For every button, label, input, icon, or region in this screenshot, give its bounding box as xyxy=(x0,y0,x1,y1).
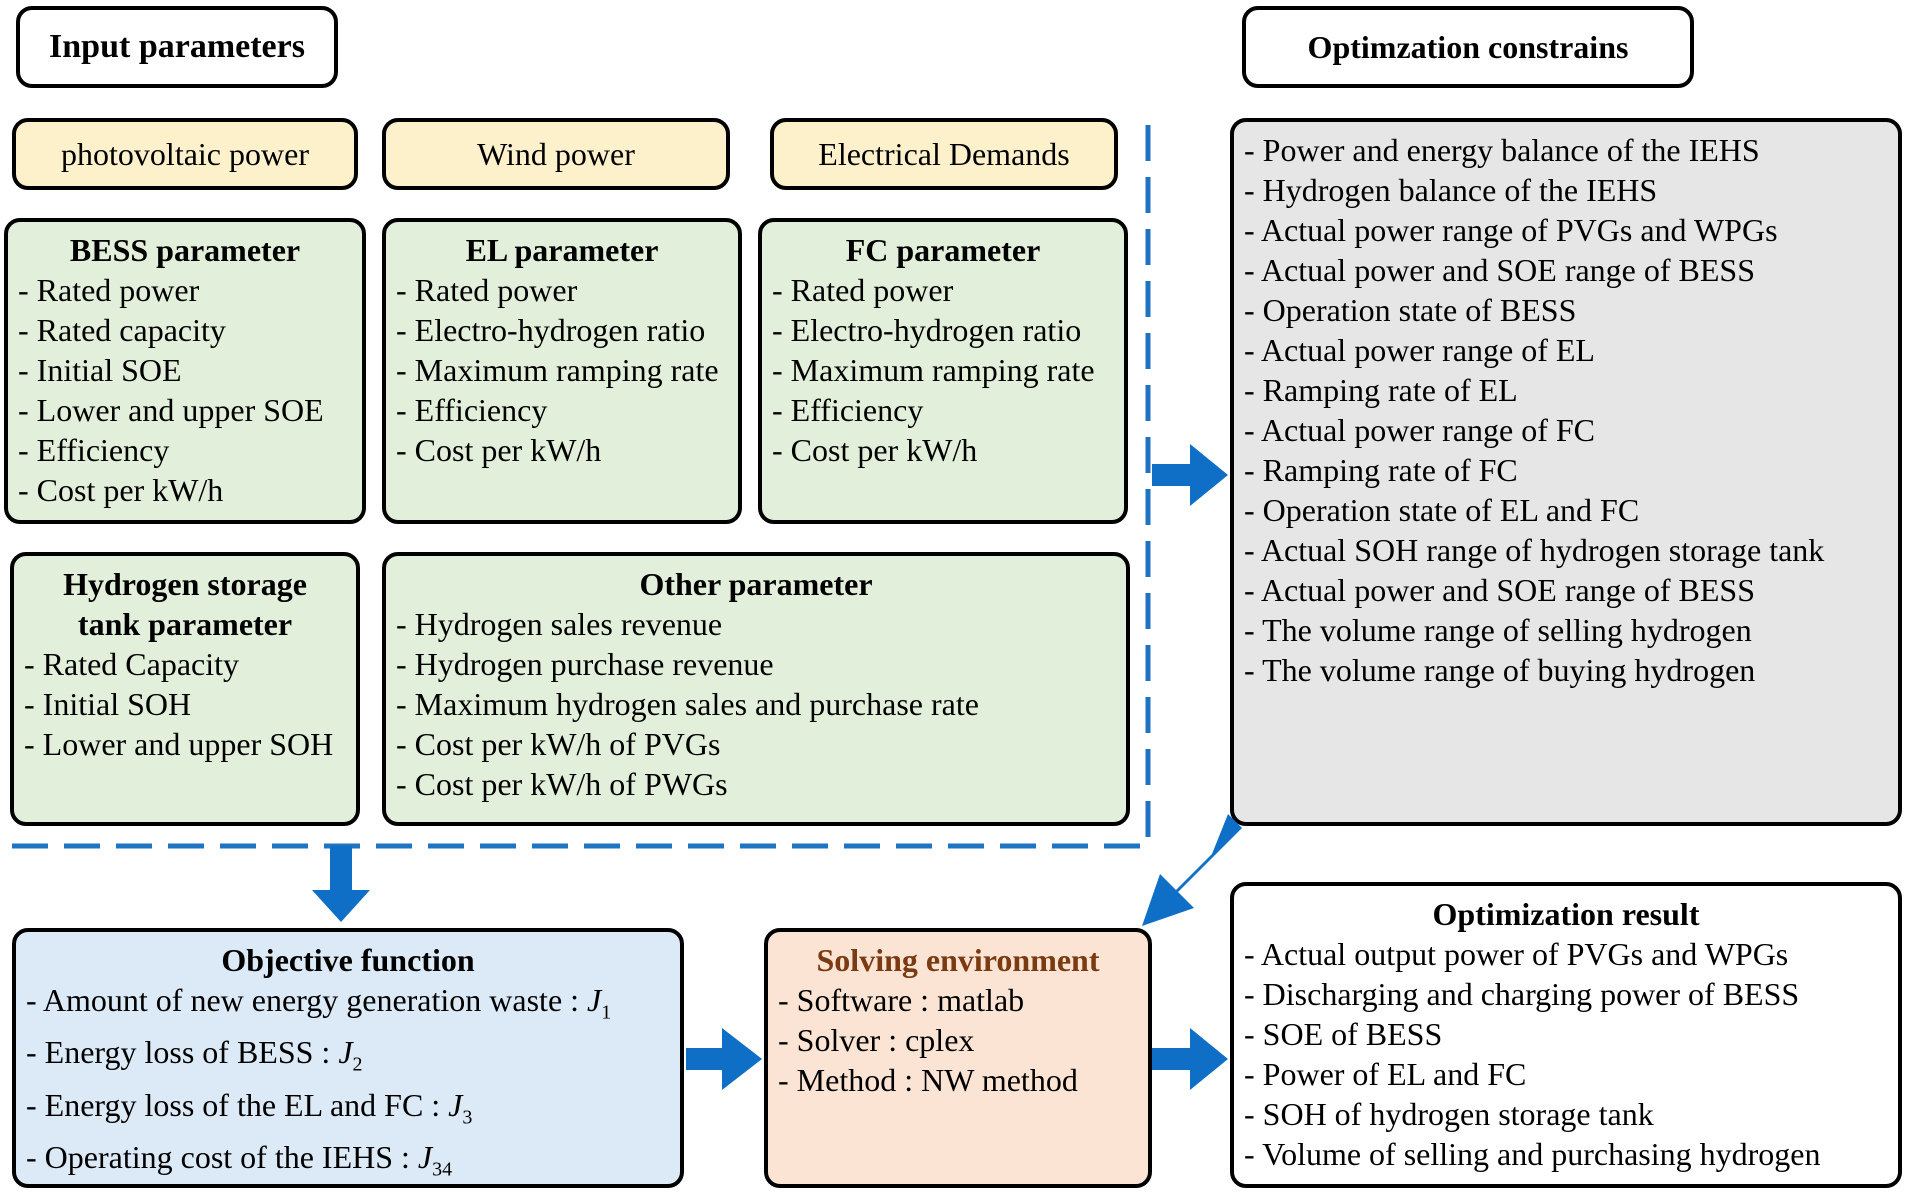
list-item: - Energy loss of BESS : J2 xyxy=(26,1034,363,1076)
list-item: - The volume range of buying hydrogen xyxy=(1244,652,1756,688)
list-item: - Cost per kW/h xyxy=(772,432,978,468)
list-item: - SOH of hydrogen storage tank xyxy=(1244,1096,1654,1132)
optimization-result-title: Optimization result xyxy=(1432,896,1700,932)
list-item: - Operation state of BESS xyxy=(1244,292,1577,328)
photovoltaic-power-box: photovoltaic power xyxy=(12,118,358,190)
list-item: - Cost per kW/h of PVGs xyxy=(396,726,721,762)
constraints-box: - Power and energy balance of the IEHS -… xyxy=(1230,118,1902,826)
list-item: - Actual power range of PVGs and WPGs xyxy=(1244,212,1778,248)
list-item: - Software : matlab xyxy=(778,982,1025,1018)
list-item: - Rated power xyxy=(396,272,578,308)
list-item: - Volume of selling and purchasing hydro… xyxy=(1244,1136,1821,1172)
other-parameter-title: Other parameter xyxy=(639,566,873,602)
hydrogen-storage-title-line2: tank parameter xyxy=(77,606,293,642)
list-item: - The volume range of selling hydrogen xyxy=(1244,612,1752,648)
list-item: - Actual power range of EL xyxy=(1244,332,1595,368)
list-item: - Maximum hydrogen sales and purchase ra… xyxy=(396,686,979,722)
list-item: - Power of EL and FC xyxy=(1244,1056,1527,1092)
list-item: - Maximum ramping rate xyxy=(396,352,719,388)
objective-function-title: Objective function xyxy=(221,942,475,978)
list-item: - Rated Capacity xyxy=(24,646,240,682)
list-item: - Electro-hydrogen ratio xyxy=(772,312,1082,348)
list-item: - Actual power range of FC xyxy=(1244,412,1596,448)
list-item: - Actual power and SOE range of BESS xyxy=(1244,252,1756,288)
optimization-constraints-header: Optimzation constrains xyxy=(1242,6,1694,88)
fc-parameter-title: FC parameter xyxy=(845,232,1041,268)
list-item: - Method : NW method xyxy=(778,1062,1078,1098)
list-item: - Ramping rate of FC xyxy=(1244,452,1518,488)
list-item: - Solver : cplex xyxy=(778,1022,975,1058)
el-parameter-title: EL parameter xyxy=(465,232,659,268)
list-item: - Power and energy balance of the IEHS xyxy=(1244,132,1760,168)
input-parameters-header: Input parameters xyxy=(16,6,338,88)
list-item: - Ramping rate of EL xyxy=(1244,372,1518,408)
list-item: - Actual output power of PVGs and WPGs xyxy=(1244,936,1789,972)
list-item: - Discharging and charging power of BESS xyxy=(1244,976,1800,1012)
arrow-diagonal-icon xyxy=(1142,814,1242,926)
arrow-right-icon xyxy=(1152,1028,1228,1090)
bess-parameter-title: BESS parameter xyxy=(69,232,301,268)
list-item: - Lower and upper SOE xyxy=(18,392,324,428)
optimization-result-box: Optimization result - Actual output powe… xyxy=(1230,882,1902,1188)
list-item: - Cost per kW/h xyxy=(18,472,224,508)
list-item: - Efficiency xyxy=(772,392,924,428)
solving-environment-box: Solving environment - Software : matlab … xyxy=(764,928,1152,1188)
list-item: - Rated power xyxy=(18,272,200,308)
list-item: - Hydrogen sales revenue xyxy=(396,606,723,642)
objective-function-box: Objective function - Amount of new energ… xyxy=(12,928,684,1188)
hydrogen-storage-tank-box: Hydrogen storage tank parameter - Rated … xyxy=(10,552,360,826)
list-item: - Actual SOH range of hydrogen storage t… xyxy=(1244,532,1825,568)
list-item: - Lower and upper SOH xyxy=(24,726,334,762)
list-item: - Amount of new energy generation waste … xyxy=(26,982,612,1024)
list-item: - Initial SOE xyxy=(18,352,182,388)
list-item: - Actual power and SOE range of BESS xyxy=(1244,572,1756,608)
list-item: - Maximum ramping rate xyxy=(772,352,1095,388)
list-item: - SOE of BESS xyxy=(1244,1016,1443,1052)
list-item: - Efficiency xyxy=(396,392,548,428)
list-item: - Operation state of EL and FC xyxy=(1244,492,1640,528)
list-item: - Cost per kW/h of PWGs xyxy=(396,766,728,802)
list-item: - Electro-hydrogen ratio xyxy=(396,312,706,348)
list-item: - Operating cost of the IEHS : J34 xyxy=(26,1139,453,1181)
arrow-right-icon xyxy=(686,1028,762,1090)
list-item: - Cost per kW/h xyxy=(396,432,602,468)
hydrogen-storage-title-line1: Hydrogen storage xyxy=(63,566,307,602)
list-item: - Rated power xyxy=(772,272,954,308)
electrical-demands-box: Electrical Demands xyxy=(770,118,1118,190)
el-parameter-box: EL parameter - Rated power - Electro-hyd… xyxy=(382,218,742,524)
solving-environment-title: Solving environment xyxy=(816,942,1100,978)
list-item: - Energy loss of the EL and FC : J3 xyxy=(26,1086,473,1129)
list-item: - Hydrogen purchase revenue xyxy=(396,646,774,682)
fc-parameter-box: FC parameter - Rated power - Electro-hyd… xyxy=(758,218,1128,524)
list-item: - Rated capacity xyxy=(18,312,226,348)
arrow-right-icon xyxy=(1152,444,1228,506)
list-item: - Hydrogen balance of the IEHS xyxy=(1244,172,1658,208)
list-item: - Efficiency xyxy=(18,432,170,468)
wind-power-box: Wind power xyxy=(382,118,730,190)
arrow-down-icon xyxy=(312,846,370,922)
dashed-boundary xyxy=(12,125,1151,849)
bess-parameter-box: BESS parameter - Rated power - Rated cap… xyxy=(4,218,366,524)
list-item: - Initial SOH xyxy=(24,686,192,722)
other-parameter-box: Other parameter - Hydrogen sales revenue… xyxy=(382,552,1130,826)
